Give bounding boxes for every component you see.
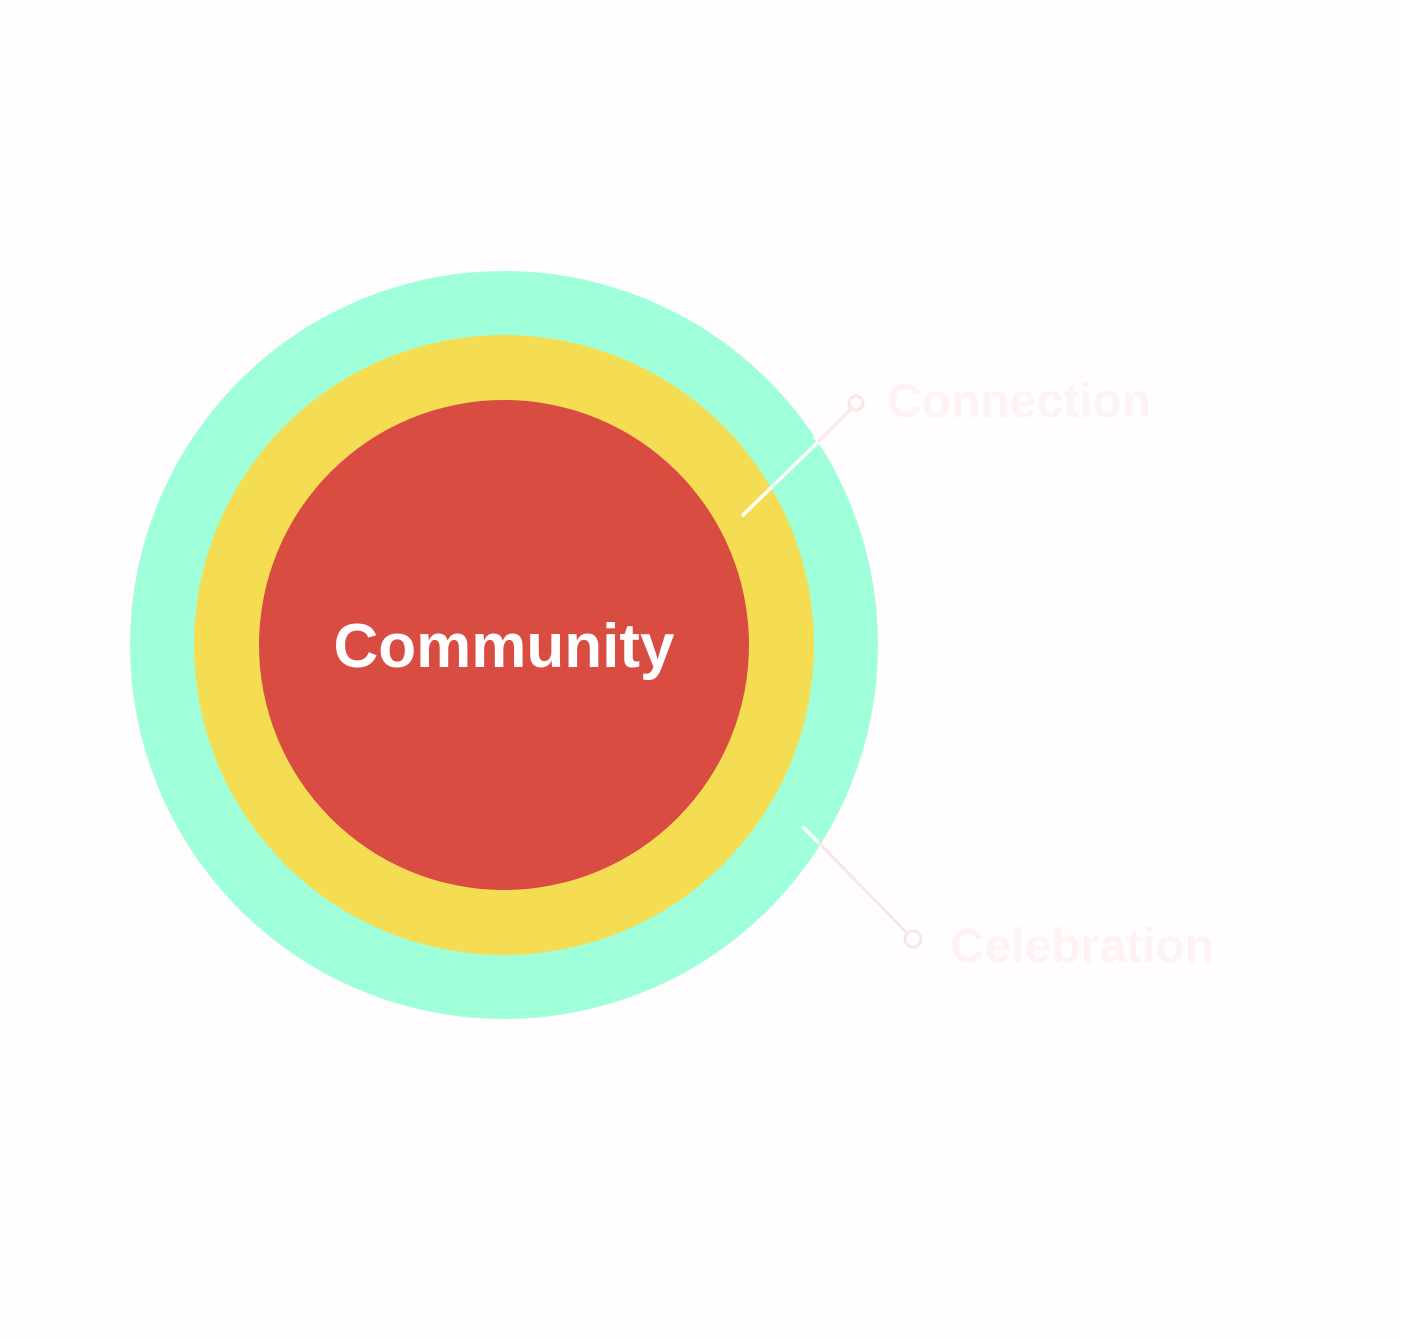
connection-leader-dot	[847, 394, 865, 412]
connection-callout: Connection	[740, 375, 1151, 518]
connection-label: Connection	[887, 375, 1151, 428]
center-label: Community	[334, 612, 676, 681]
connection-leader-line	[740, 440, 820, 518]
ring-gap-top	[812, 431, 833, 452]
celebration-callout: Celebration	[800, 824, 1214, 973]
celebration-leader-dot	[903, 929, 923, 949]
celebration-leader-line-outer	[816, 840, 909, 935]
celebration-leader-line	[800, 824, 820, 844]
community-core	[259, 400, 749, 890]
connection-leader-line-outer	[816, 407, 853, 444]
celebration-label: Celebration	[950, 920, 1214, 973]
